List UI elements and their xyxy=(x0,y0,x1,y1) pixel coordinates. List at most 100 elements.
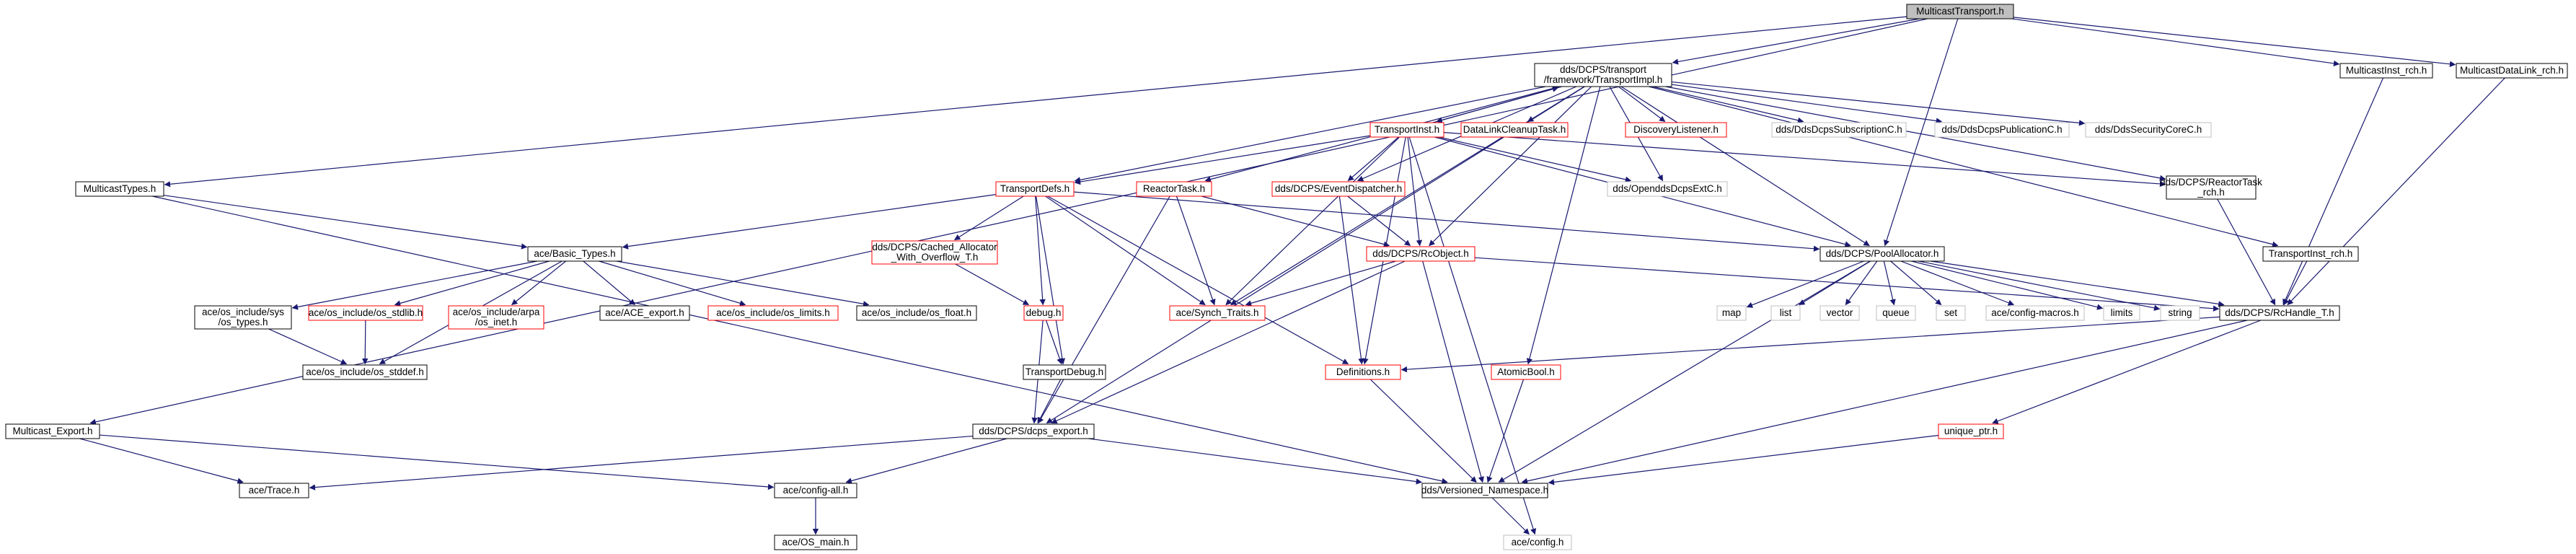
node-box-ost xyxy=(194,305,292,330)
edge-rco-to-st xyxy=(1245,260,1396,307)
node-st[interactable]: ace/Synch_Traits.h xyxy=(1169,305,1266,321)
node-list: list xyxy=(1770,305,1801,321)
edge-osl-to-osstd xyxy=(362,320,369,365)
edge-bt-to-ost xyxy=(291,260,537,310)
edge-pa-to-map xyxy=(1746,260,1864,308)
node-dlct[interactable]: DataLinkCleanupTask.h xyxy=(1460,122,1569,138)
node-osf[interactable]: ace/os_include/os_float.h xyxy=(856,305,977,321)
node-vector: vector xyxy=(1819,305,1860,321)
node-osmain[interactable]: ace/OS_main.h xyxy=(774,535,857,550)
edge-tdefs-to-pa xyxy=(1073,191,1820,252)
node-mir[interactable]: MulticastInst_rch.h xyxy=(2339,63,2433,79)
node-osl[interactable]: ace/os_include/os_stdlib.h xyxy=(308,305,423,321)
edge-pa-to-string xyxy=(1918,260,2161,311)
node-dexp[interactable]: dds/DCPS/dcps_export.h xyxy=(972,423,1095,439)
edge-ti-to-dpub xyxy=(1671,84,1943,124)
edge-dbg-to-tdbg xyxy=(1045,320,1063,365)
node-box-osl xyxy=(308,305,423,321)
edge-rco-to-dexp xyxy=(1051,260,1406,424)
edge-me-to-cfga xyxy=(99,434,775,491)
node-label-set: set xyxy=(1944,307,1957,318)
node-tirch[interactable]: TransportInst_rch.h xyxy=(2262,246,2359,262)
node-box-string xyxy=(2160,305,2200,321)
node-label-map: map xyxy=(1722,307,1741,318)
node-box-vns xyxy=(1421,483,1548,498)
node-box-me xyxy=(5,423,100,439)
node-tdefs[interactable]: TransportDefs.h xyxy=(995,181,1075,197)
node-label-osmain: ace/OS_main.h xyxy=(782,537,849,548)
edge-tinst-to-cfg xyxy=(1408,136,1537,535)
node-box-set xyxy=(1936,305,1966,321)
node-odext: dds/OpenddsDcpsExtC.h xyxy=(1607,181,1728,197)
node-box-rtask xyxy=(1136,181,1212,197)
edge-me-to-trace xyxy=(79,438,244,484)
node-ti[interactable]: dds/DCPS/transport/framework/TransportIm… xyxy=(1534,63,1672,87)
node-label-pa: dds/DCPS/PoolAllocator.h xyxy=(1826,248,1939,259)
node-label-caow: _With_Overflow_T.h xyxy=(891,252,979,263)
node-label-osi: ace/os_include/arpa xyxy=(453,307,540,317)
node-trace[interactable]: ace/Trace.h xyxy=(239,483,309,498)
node-dbg[interactable]: debug.h xyxy=(1023,305,1064,321)
node-osstd[interactable]: ace/os_include/os_stddef.h xyxy=(302,364,428,380)
edge-tdefs-to-st xyxy=(1045,195,1206,305)
node-rch[interactable]: dds/DCPS/RcHandle_T.h xyxy=(2219,305,2340,321)
node-cfga[interactable]: ace/config-all.h xyxy=(774,483,857,498)
node-evd[interactable]: dds/DCPS/EventDispatcher.h xyxy=(1271,181,1406,197)
edge-rch-to-defs xyxy=(1401,316,2220,373)
edge-mt-to-mdlr xyxy=(2013,17,2456,67)
nodes-layer: MulticastTransport.hMulticast_Export.hdd… xyxy=(5,4,2568,550)
node-label-odext: dds/OpenddsDcpsExtC.h xyxy=(1613,183,1722,194)
node-box-acm xyxy=(1985,305,2085,321)
node-box-dpub xyxy=(1934,122,2070,138)
edge-pa-to-queue xyxy=(1883,260,1896,306)
node-tdbg[interactable]: TransportDebug.h xyxy=(1023,364,1106,380)
node-label-rco: dds/DCPS/RcObject.h xyxy=(1372,248,1469,259)
edge-bt-to-osf xyxy=(616,260,870,307)
edge-ti-to-abool xyxy=(1526,86,1601,365)
node-box-uptr xyxy=(1938,423,2004,439)
node-label-tdbg: TransportDebug.h xyxy=(1025,366,1103,377)
node-dlis[interactable]: DiscoveryListener.h xyxy=(1625,122,1727,138)
edge-mt-to-ti xyxy=(1672,18,1920,65)
node-rco[interactable]: dds/DCPS/RcObject.h xyxy=(1366,246,1476,262)
node-label-mt: MulticastTransport.h xyxy=(1916,6,2004,17)
node-rtask[interactable]: ReactorTask.h xyxy=(1136,181,1212,197)
node-mty[interactable]: MulticastTypes.h xyxy=(75,181,164,197)
node-osi[interactable]: ace/os_include/arpa/os_inet.h xyxy=(448,305,544,330)
node-cfg: ace/config.h xyxy=(1503,535,1572,550)
edge-rch-to-vns xyxy=(1521,320,2248,484)
node-box-rco xyxy=(1366,246,1476,262)
node-uptr[interactable]: unique_ptr.h xyxy=(1938,423,2004,439)
node-box-acex xyxy=(599,305,690,321)
node-label-osstd: ace/os_include/os_stddef.h xyxy=(306,366,424,377)
node-ost[interactable]: ace/os_include/sys/os_types.h xyxy=(194,305,292,330)
edge-bt-to-oslim xyxy=(599,260,746,307)
node-oslim[interactable]: ace/os_include/os_limits.h xyxy=(707,305,839,321)
node-box-queue xyxy=(1876,305,1916,321)
node-acex[interactable]: ace/ACE_export.h xyxy=(599,305,690,321)
edge-uptr-to-vns xyxy=(1548,434,1939,485)
node-defs[interactable]: Definitions.h xyxy=(1325,364,1401,380)
node-label-ost: /os_types.h xyxy=(218,317,268,327)
node-map: map xyxy=(1716,305,1747,321)
node-bt[interactable]: ace/Basic_Types.h xyxy=(527,246,622,262)
node-vns[interactable]: dds/Versioned_Namespace.h xyxy=(1421,483,1548,498)
node-tinst[interactable]: TransportInst.h xyxy=(1369,122,1444,138)
node-abool[interactable]: AtomicBool.h xyxy=(1491,364,1561,380)
edge-tinst-to-evd xyxy=(1347,136,1399,182)
node-box-map xyxy=(1716,305,1747,321)
node-label-acex: ace/ACE_export.h xyxy=(605,307,684,318)
node-box-defs xyxy=(1325,364,1401,380)
node-label-dlct: DataLinkCleanupTask.h xyxy=(1463,124,1566,135)
node-dsub: dds/DdsDcpsSubscriptionC.h xyxy=(1771,122,1907,138)
node-rtrch[interactable]: dds/DCPS/ReactorTask_rch.h xyxy=(2160,175,2262,200)
node-me[interactable]: Multicast_Export.h xyxy=(5,423,100,439)
node-box-cfga xyxy=(774,483,857,498)
node-mdlr[interactable]: MulticastDataLink_rch.h xyxy=(2456,63,2568,79)
edge-rtask-to-dexp xyxy=(1038,195,1170,424)
node-label-dexp: dds/DCPS/dcps_export.h xyxy=(979,426,1088,436)
node-pa[interactable]: dds/DCPS/PoolAllocator.h xyxy=(1819,246,1945,262)
node-acm: ace/config-macros.h xyxy=(1985,305,2085,321)
node-box-pa xyxy=(1819,246,1945,262)
node-caow[interactable]: dds/DCPS/Cached_Allocator_With_Overflow_… xyxy=(871,240,998,265)
